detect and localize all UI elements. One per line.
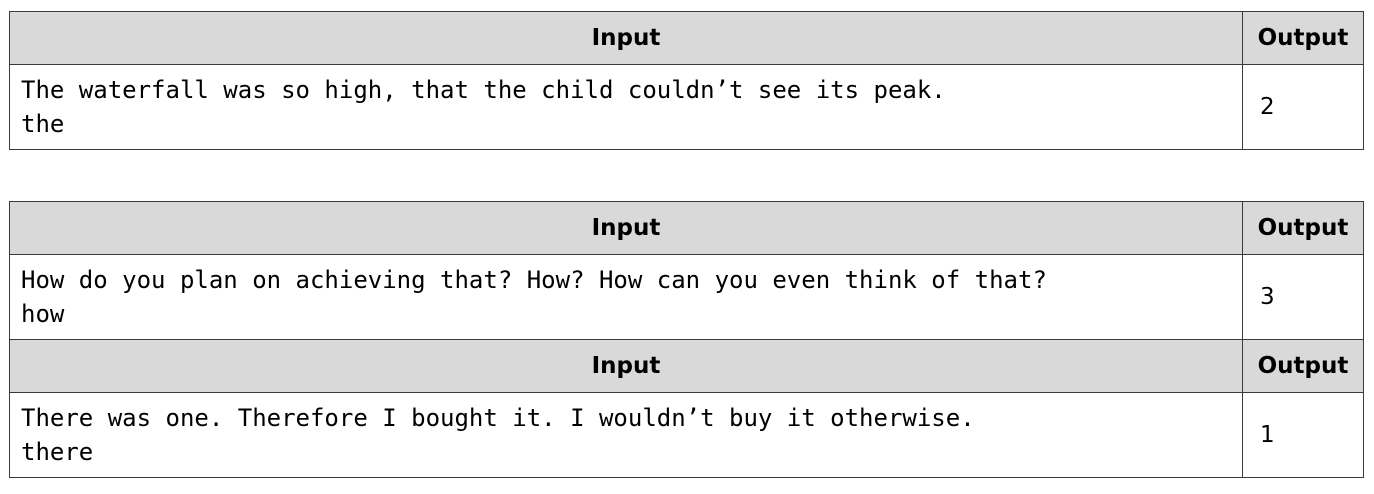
input-sentence: How do you plan on achieving that? How? … (21, 266, 1047, 294)
output-column-header: Output (1242, 339, 1364, 393)
table-row: The waterfall was so high, that the chil… (9, 64, 1364, 150)
input-column-header: Input (9, 339, 1243, 393)
input-sentence: There was one. Therefore I bought it. I … (21, 404, 975, 432)
example-table-1: Input Output The waterfall was so high, … (9, 11, 1364, 150)
example-table-2: Input Output How do you plan on achievin… (9, 201, 1364, 478)
input-cell: The waterfall was so high, that the chil… (9, 64, 1243, 150)
header-row: Input Output (9, 339, 1364, 393)
input-cell: There was one. Therefore I bought it. I … (9, 392, 1243, 478)
output-cell: 2 (1242, 64, 1364, 150)
input-column-header: Input (9, 201, 1243, 255)
input-sentence: The waterfall was so high, that the chil… (21, 76, 946, 104)
input-cell: How do you plan on achieving that? How? … (9, 254, 1243, 340)
output-column-header: Output (1242, 11, 1364, 65)
output-cell: 3 (1242, 254, 1364, 340)
input-word: how (21, 300, 65, 328)
table-row: There was one. Therefore I bought it. I … (9, 392, 1364, 478)
input-word: there (21, 438, 94, 466)
output-column-header: Output (1242, 201, 1364, 255)
input-word: the (21, 110, 65, 138)
header-row: Input Output (9, 201, 1364, 255)
table-row: How do you plan on achieving that? How? … (9, 254, 1364, 340)
input-column-header: Input (9, 11, 1243, 65)
header-row: Input Output (9, 11, 1364, 65)
output-cell: 1 (1242, 392, 1364, 478)
